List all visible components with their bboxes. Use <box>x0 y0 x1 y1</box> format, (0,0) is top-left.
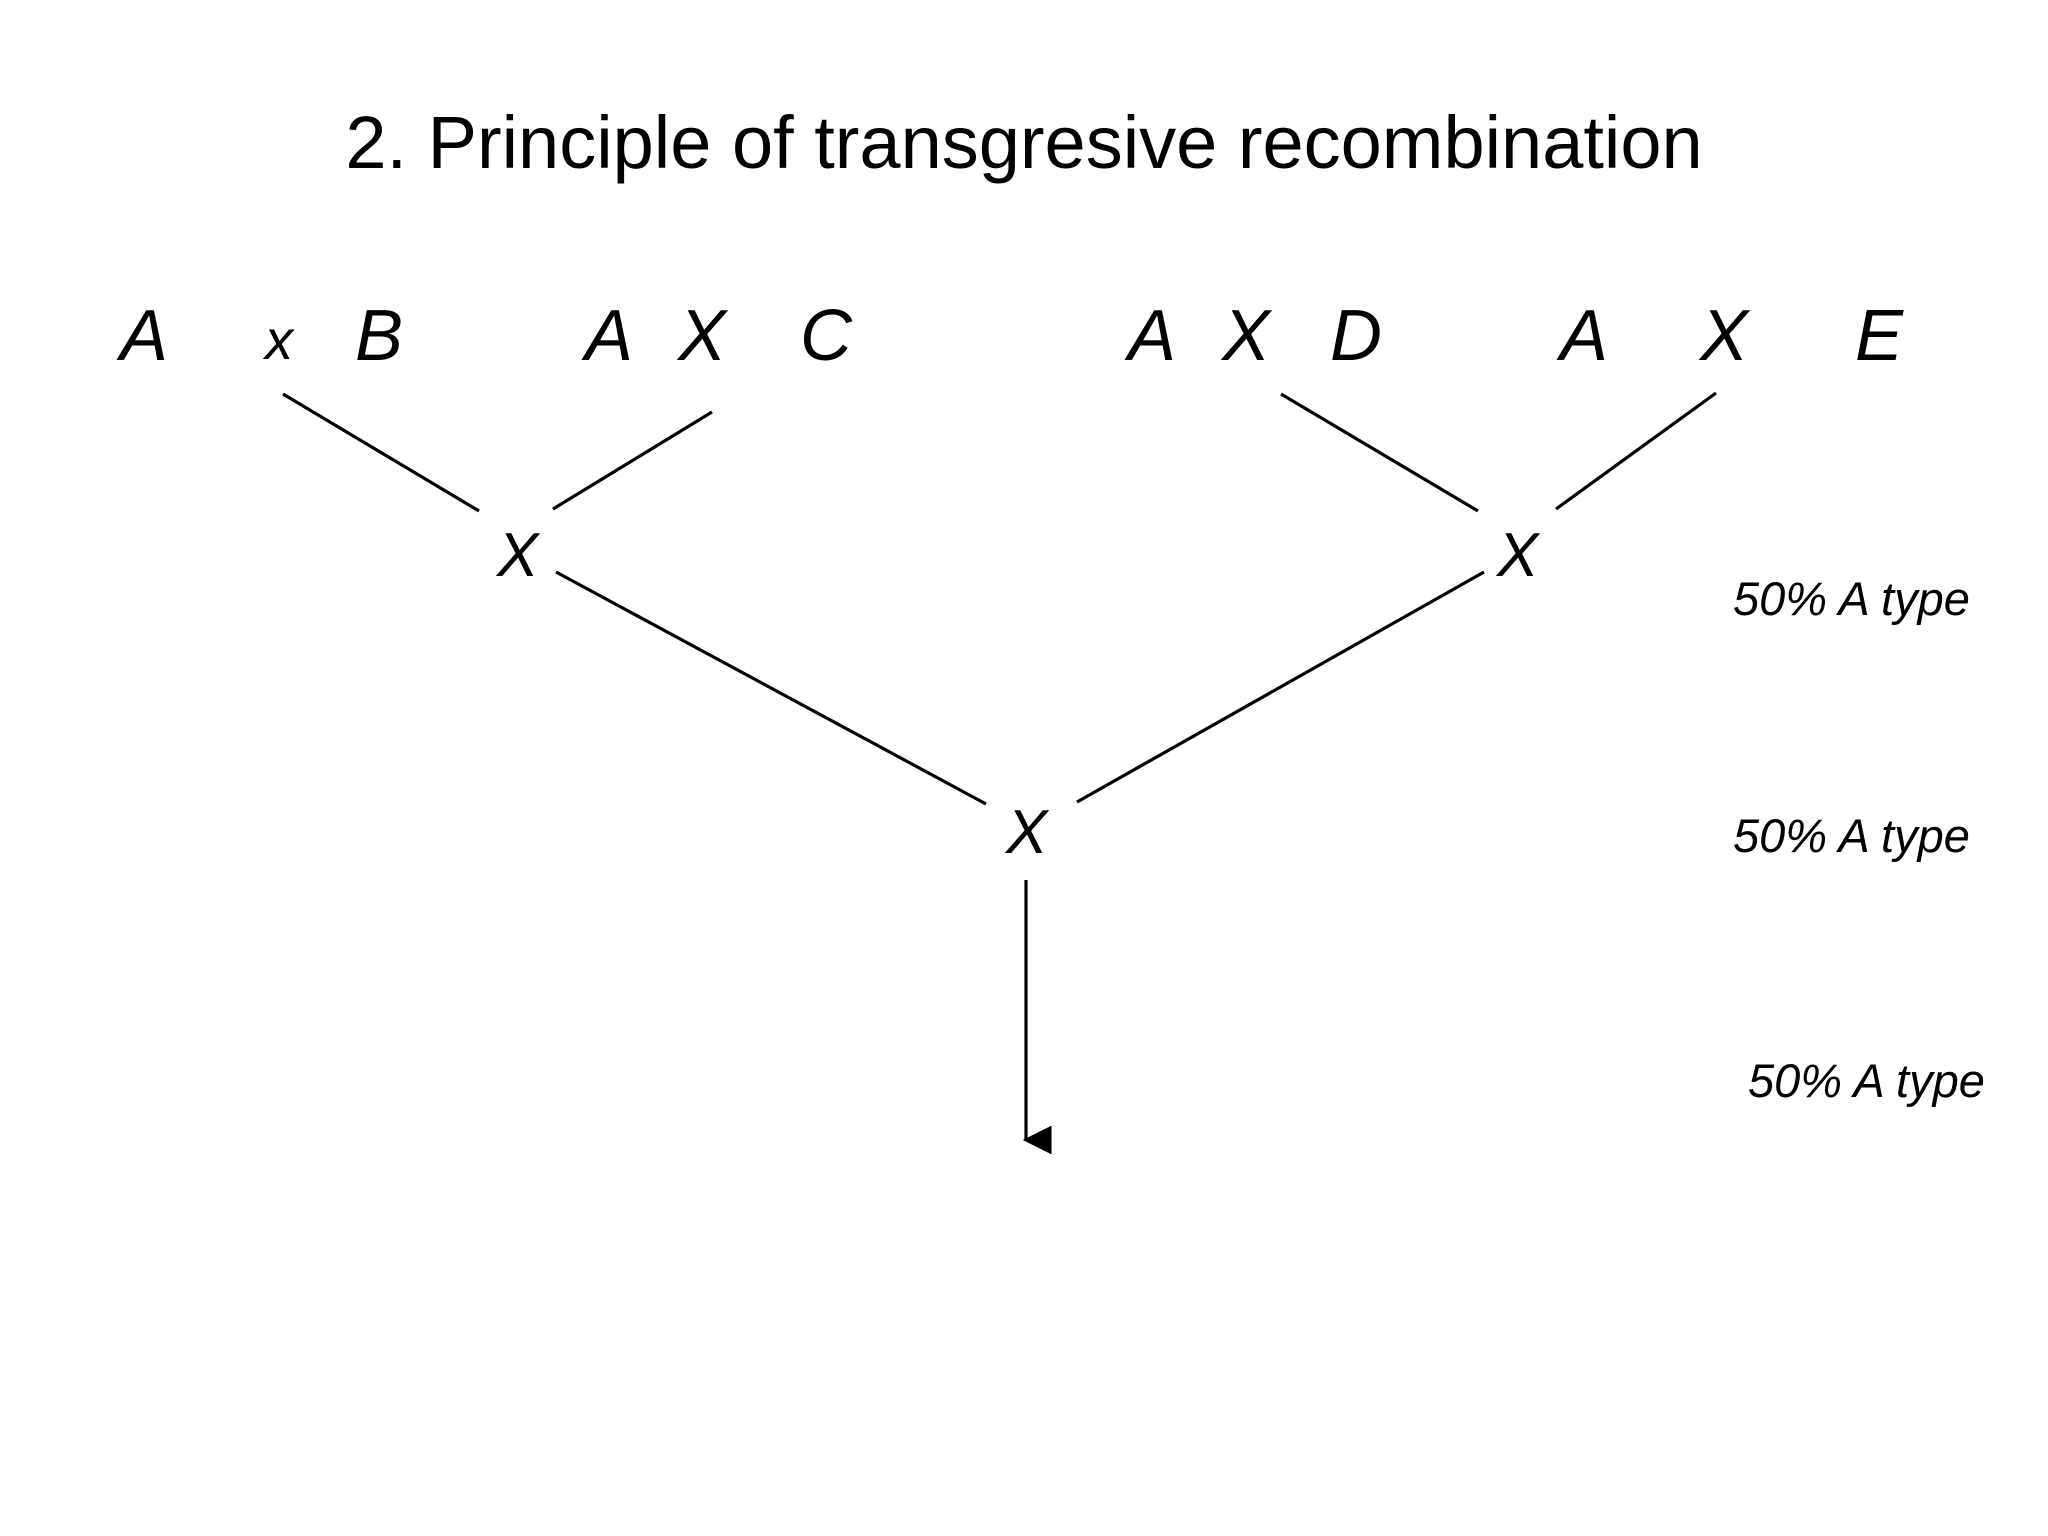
node-x-left: X <box>497 521 539 590</box>
parent-label-a2: A <box>585 296 634 376</box>
line-ae-to-right-node <box>1555 391 1717 511</box>
cross-operator-4: X <box>1700 296 1749 376</box>
line-ad-to-right-node <box>1280 392 1479 513</box>
annotation-50pct-a-type-1: 50% A type <box>1733 572 1970 625</box>
parent-label-c: C <box>800 296 852 376</box>
parent-label-a1: A <box>120 296 169 376</box>
parent-label-d: D <box>1330 296 1382 376</box>
node-x-bottom: X <box>1006 798 1048 867</box>
parent-label-e: E <box>1855 296 1904 376</box>
line-left-node-to-bottom-node <box>555 570 987 806</box>
line-ab-to-left-node <box>282 392 480 513</box>
line-ac-to-left-node <box>552 410 713 511</box>
parent-label-b: B <box>355 296 404 376</box>
line-right-node-to-bottom-node <box>1076 570 1485 804</box>
parent-label-a3: A <box>1128 296 1177 376</box>
cross-operator-1: x <box>265 308 293 371</box>
annotation-50pct-a-type-3: 50% A type <box>1748 1054 1985 1107</box>
page-title: 2. Principle of transgresive recombinati… <box>345 101 1703 184</box>
cross-operator-2: X <box>678 296 727 376</box>
cross-operator-3: X <box>1222 296 1271 376</box>
parent-label-a4: A <box>1560 296 1609 376</box>
node-x-right: X <box>1497 521 1539 590</box>
annotation-50pct-a-type-2: 50% A type <box>1733 809 1970 862</box>
